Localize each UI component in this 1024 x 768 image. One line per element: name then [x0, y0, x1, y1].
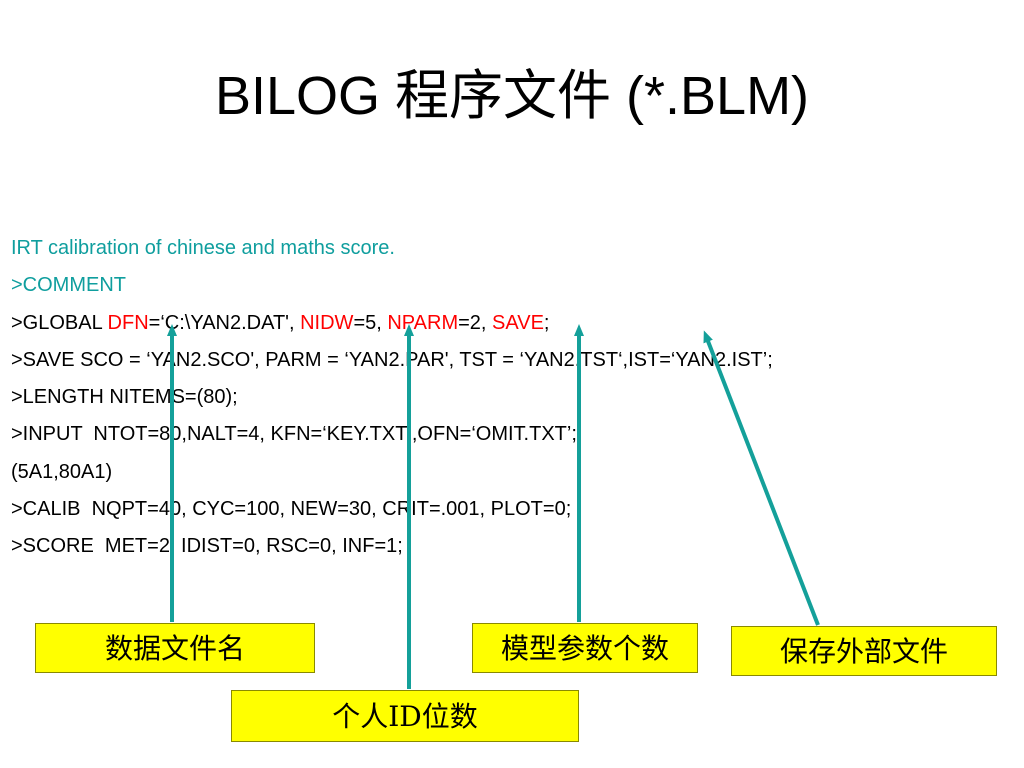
code-line-score: >SCORE MET=2, IDIST=0, RSC=0, INF=1; [11, 535, 403, 558]
code-line-save: >SAVE SCO = ‘YAN2.SCO', PARM = ‘YAN2.PAR… [11, 348, 773, 371]
global-prefix: >GLOBAL [11, 311, 108, 334]
slide-title: BILOG 程序文件 (*.BLM) [214, 66, 810, 126]
code-line-comment: >COMMENT [11, 274, 126, 297]
code-line-format: (5A1,80A1) [11, 460, 113, 483]
code-line-description: IRT calibration of chinese and maths sco… [11, 237, 395, 259]
global-nparm-value: =2, [458, 311, 493, 334]
code-line-global: >GLOBAL DFN=‘C:\YAN2.DAT', NIDW=5, NPARM… [11, 305, 1011, 342]
keyword-save: SAVE [492, 311, 544, 334]
code-line-input: >INPUT NTOT=80,NALT=4, KFN=‘KEY.TXT’,OFN… [11, 423, 577, 446]
blm-code-block: IRT calibration of chinese and maths sco… [11, 230, 1011, 566]
keyword-dfn: DFN [107, 311, 149, 334]
code-line-calib: >CALIB NQPT=40, CYC=100, NEW=30, CRIT=.0… [11, 498, 572, 521]
global-dfn-value: =‘C:\YAN2.DAT', [148, 311, 301, 334]
global-terminator: ; [543, 311, 550, 334]
label-person-id-digits: 个人ID位数 [231, 690, 579, 742]
keyword-nparm: NPARM [387, 311, 459, 334]
global-nidw-value: =5, [353, 311, 388, 334]
code-line-length: >LENGTH NITEMS=(80); [11, 386, 238, 409]
label-save-external-files: 保存外部文件 [731, 626, 997, 676]
keyword-nidw: NIDW [300, 311, 354, 334]
label-model-param-count: 模型参数个数 [472, 623, 698, 673]
label-data-file-name: 数据文件名 [35, 623, 315, 673]
